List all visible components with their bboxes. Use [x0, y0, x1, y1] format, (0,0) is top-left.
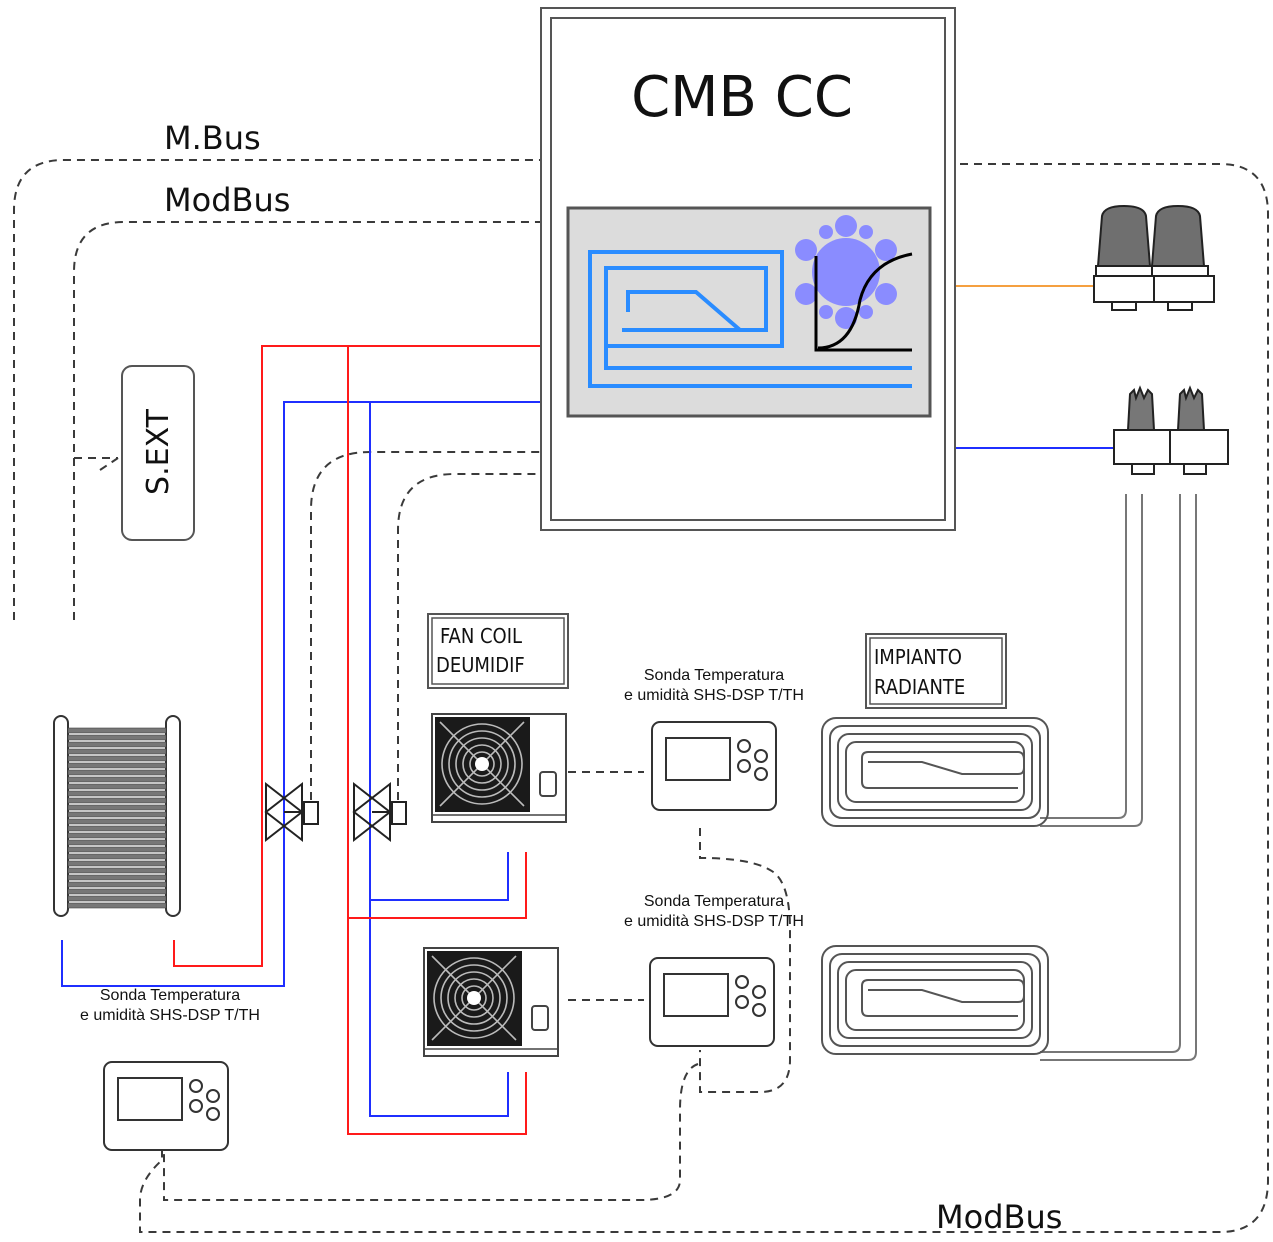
sensor-ext[interactable]: S.EXT: [121, 365, 195, 541]
fan-coil-label-box: FAN COIL DEUMIDIF: [427, 613, 569, 689]
probe-2-line1: Sonda Temperatura: [644, 893, 784, 910]
controller-cmb-cc[interactable]: CMB CC: [540, 7, 956, 531]
thermostat-icon[interactable]: [651, 721, 777, 811]
radiator-icon: [53, 715, 181, 917]
floor-loop-icon: [821, 945, 1049, 1055]
supply-main: [173, 345, 540, 967]
bus-lines: [13, 159, 1269, 1233]
probe-3-line1: Sonda Temperatura: [100, 987, 240, 1004]
supply-branch: [347, 346, 527, 1135]
valve1-control-line: [310, 451, 540, 800]
hydraulic-pipes: [61, 345, 540, 1135]
modbus-top-label: ModBus: [164, 181, 290, 219]
radiant-line1: IMPIANTO: [874, 645, 962, 669]
probe-3-line2: e umidità SHS-DSP T/TH: [80, 1007, 260, 1024]
radiant-line2: RADIANTE: [874, 675, 965, 699]
sext-link: [74, 457, 119, 471]
sensor-ext-label: S.EXT: [141, 408, 176, 495]
return-fan1: [370, 852, 509, 901]
fan-coil-line2: DEUMIDIF: [436, 653, 525, 677]
thermostat-daisy-2: [163, 1063, 699, 1201]
fan-coil-line1: FAN COIL: [440, 624, 522, 648]
modbus-line: [73, 221, 540, 620]
mbus-label: M.Bus: [164, 119, 261, 157]
mbus-line: [13, 159, 540, 620]
floor-pipes: [1040, 494, 1197, 1061]
curve-axes: [814, 256, 912, 352]
actuator-icon: [1093, 204, 1215, 311]
probe-1-line1: Sonda Temperatura: [644, 667, 784, 684]
controller-icon: [566, 206, 932, 418]
modbus-bottom-label: ModBus: [936, 1198, 1062, 1236]
return-branch: [369, 402, 509, 1117]
fan-icon: [423, 947, 559, 1057]
floor-loop-icon: [821, 717, 1049, 827]
fan-icon: [431, 713, 567, 823]
manifold-icon: [1113, 385, 1229, 475]
thermostat-daisy-1: [699, 828, 791, 1093]
probe-2-line2: e umidità SHS-DSP T/TH: [624, 913, 804, 930]
controller-title: CMB CC: [631, 65, 853, 130]
thermostat-icon[interactable]: [103, 1061, 229, 1151]
right-modbus-line: [139, 163, 1269, 1233]
thermostat-icon[interactable]: [649, 957, 775, 1047]
valve2-control-line: [397, 473, 540, 800]
curve-icon: [817, 252, 913, 350]
supply-fan1: [348, 852, 527, 919]
probe-1-line2: e umidità SHS-DSP T/TH: [624, 687, 804, 704]
radiant-label-box: IMPIANTO RADIANTE: [865, 633, 1007, 709]
